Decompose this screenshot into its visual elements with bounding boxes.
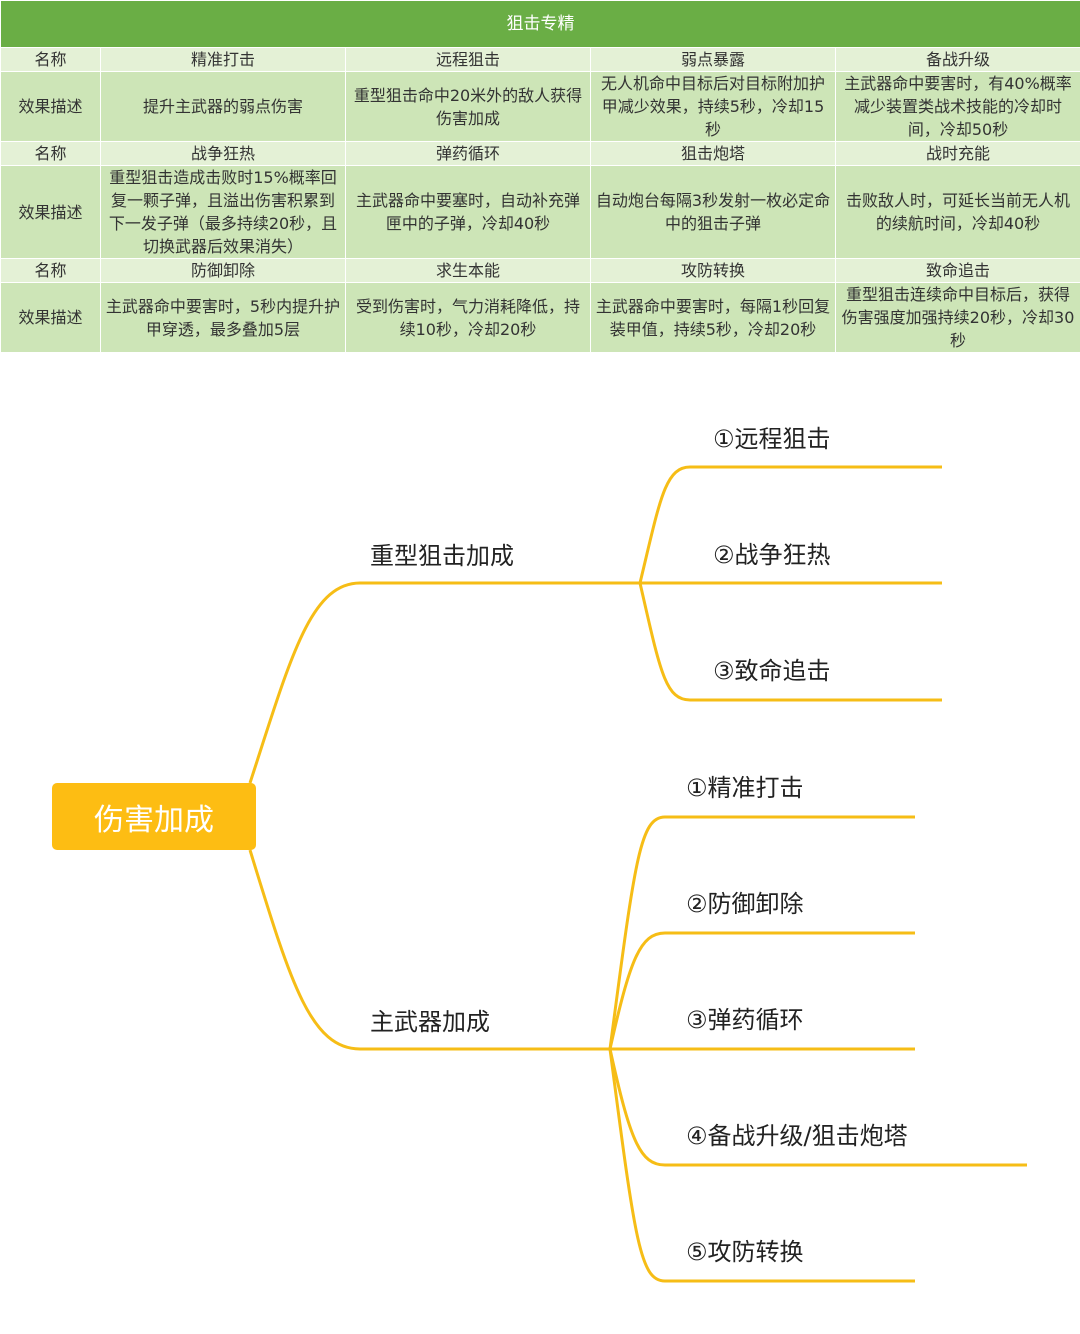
- table-cell: 攻防转换: [590, 258, 836, 283]
- table-cell: 主武器命中要害时，有40%概率减少装置类战术技能的冷却时间，冷却50秒: [834, 71, 1080, 142]
- table-cell: 求生本能: [345, 258, 591, 283]
- table-cell: 主武器命中要害时，5秒内提升护甲穿透，最多叠加5层: [100, 282, 346, 353]
- table-cell: 击败敌人时，可延长当前无人机的续航时间，冷却40秒: [834, 165, 1080, 259]
- row-header: 名称: [0, 258, 101, 283]
- branch-line-main-weapon: [248, 849, 610, 1051]
- row-header: 名称: [0, 141, 101, 166]
- table-cell: 提升主武器的弱点伤害: [100, 71, 346, 142]
- row-header: 效果描述: [0, 282, 101, 353]
- sniper-specialization-table: 狙击专精 名称精准打击远程狙击弱点暴露备战升级效果描述提升主武器的弱点伤害重型狙…: [0, 0, 1080, 353]
- table-cell: 弱点暴露: [590, 47, 836, 72]
- table-cell: 重型狙击造成击败时15%概率回复一颗子弹，且溢出伤害积累到下一发子弹（最多持续2…: [100, 165, 346, 259]
- leaf-label: ①远程狙击: [713, 425, 831, 453]
- row-header: 效果描述: [0, 165, 101, 259]
- leaf-label: ③致命追击: [713, 657, 831, 685]
- root-node: 伤害加成: [52, 783, 256, 850]
- leaf-label: ④备战升级/狙击炮塔: [686, 1122, 908, 1150]
- table-row: 名称战争狂热弹药循环狙击炮塔战时充能: [0, 141, 1080, 166]
- table-row: 名称精准打击远程狙击弱点暴露备战升级: [0, 47, 1080, 72]
- table-row: 效果描述主武器命中要害时，5秒内提升护甲穿透，最多叠加5层受到伤害时，气力消耗降…: [0, 282, 1080, 353]
- row-header: 效果描述: [0, 71, 101, 142]
- table-cell: 重型狙击命中20米外的敌人获得伤害加成: [345, 71, 591, 142]
- table-cell: 主武器命中要塞时，自动补充弹匣中的子弹，冷却40秒: [345, 165, 591, 259]
- table-cell: 主武器命中要害时，每隔1秒回复装甲值，持续5秒，冷却20秒: [590, 282, 836, 353]
- leaf-label: ②防御卸除: [686, 890, 804, 918]
- leaf-label: ③弹药循环: [686, 1006, 804, 1034]
- table-cell: 远程狙击: [345, 47, 591, 72]
- branch-label: 重型狙击加成: [370, 542, 514, 570]
- branch-line-heavy-sniper: [248, 581, 640, 784]
- table-cell: 防御卸除: [100, 258, 346, 283]
- leaf-label: ②战争狂热: [713, 541, 831, 569]
- table-cell: 无人机命中目标后对目标附加护甲减少效果，持续5秒，冷却15秒: [590, 71, 836, 142]
- table-cell: 备战升级: [834, 47, 1080, 72]
- table-row: 效果描述提升主武器的弱点伤害重型狙击命中20米外的敌人获得伤害加成无人机命中目标…: [0, 71, 1080, 142]
- leaf-label: ①精准打击: [686, 774, 804, 802]
- table-title: 狙击专精: [0, 0, 1080, 48]
- branch-label: 主武器加成: [370, 1008, 490, 1036]
- table-row: 效果描述重型狙击造成击败时15%概率回复一颗子弹，且溢出伤害积累到下一发子弹（最…: [0, 165, 1080, 259]
- table-row: 名称防御卸除求生本能攻防转换致命追击: [0, 258, 1080, 283]
- table-cell: 致命追击: [834, 258, 1080, 283]
- table-cell: 重型狙击连续命中目标后，获得伤害强度加强持续20秒，冷却30秒: [834, 282, 1080, 353]
- leaf-label: ⑤攻防转换: [686, 1238, 804, 1266]
- table-cell: 受到伤害时，气力消耗降低，持续10秒，冷却20秒: [345, 282, 591, 353]
- table-cell: 战争狂热: [100, 141, 346, 166]
- table-cell: 自动炮台每隔3秒发射一枚必定命中的狙击子弹: [590, 165, 836, 259]
